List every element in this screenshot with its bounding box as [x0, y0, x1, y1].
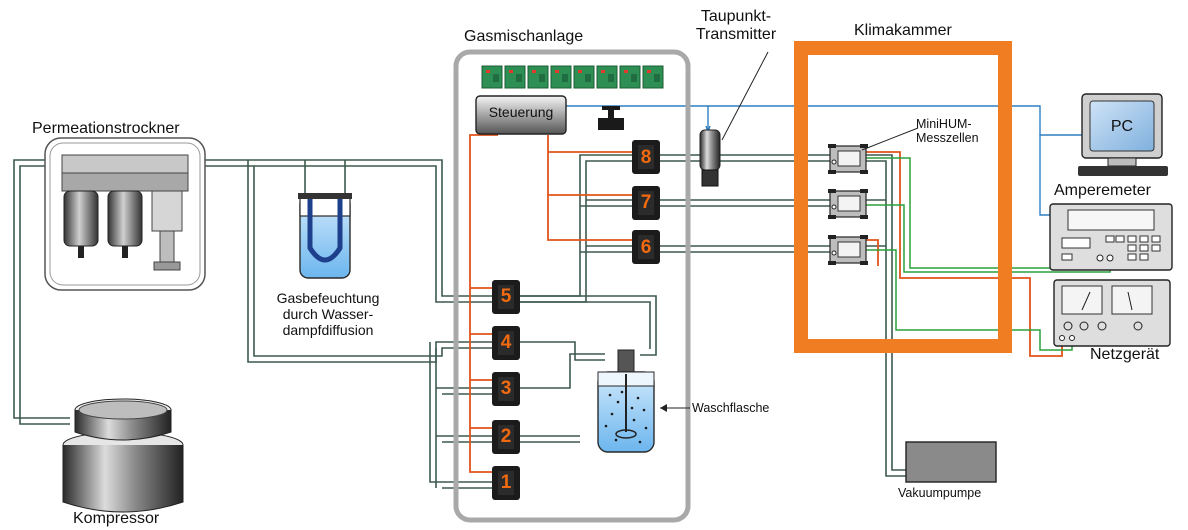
valve-label: 1 — [500, 472, 512, 493]
flow-controller-board — [573, 65, 595, 89]
valve-body — [492, 326, 520, 360]
valve-label: 8 — [640, 147, 652, 168]
valve-body — [492, 280, 520, 314]
humidifier — [298, 193, 352, 279]
measurement-cells — [828, 144, 868, 265]
flow-controller-board — [596, 65, 618, 89]
label-permeationstrockner: Permeationstrockner — [32, 120, 180, 137]
dewpoint-pointer — [721, 51, 769, 141]
label-minihum-line: MiniHUM- — [916, 117, 972, 131]
minihum-cell — [828, 144, 868, 174]
pc — [1078, 93, 1168, 176]
valve-body — [632, 140, 660, 174]
label-taupunkt-transmitter: Taupunkt- Transmitter — [674, 8, 798, 45]
minihum-cell — [828, 189, 868, 219]
label-klimakammer: Klimakammer — [854, 22, 952, 39]
valve-body — [492, 372, 520, 406]
label-netzgeraet: Netzgerät — [1090, 346, 1160, 363]
power-supply — [1053, 279, 1171, 347]
mass-flow-controllers — [481, 65, 664, 89]
label-pc: PC — [1110, 118, 1134, 135]
dewpoint-transmitter — [699, 129, 721, 187]
label-vakuumpumpe: Vakuumpumpe — [898, 486, 982, 500]
label-taupunkt-line: Taupunkt- — [700, 8, 772, 25]
valve-body — [492, 420, 520, 454]
valve-body — [632, 186, 660, 220]
label-steuerung: Steuerung — [488, 104, 554, 120]
label-amperemeter: Amperemeter — [1054, 182, 1151, 199]
valve-label: 6 — [640, 237, 652, 258]
label-kompressor: Kompressor — [73, 510, 160, 527]
flow-controller-board — [527, 65, 549, 89]
label-taupunkt-line: Transmitter — [695, 26, 777, 44]
flow-controller-board — [481, 65, 503, 89]
ammeter — [1049, 203, 1173, 271]
label-gasbefeuchtung-line: Gasbefeuchtung — [276, 290, 380, 306]
label-gasbefeuchtung-line: dampfdiffusion — [282, 322, 374, 339]
label-gasmischanlage: Gasmischanlage — [464, 28, 584, 45]
valve-label: 7 — [640, 192, 652, 213]
valve-body — [632, 230, 660, 264]
label-waschflasche: Waschflasche — [692, 401, 770, 415]
flow-controller-board — [642, 65, 664, 89]
vacuum-pump — [905, 441, 997, 483]
arrow-icon — [660, 404, 667, 412]
label-gasbefeuchtung-line: durch Wasser- — [282, 306, 374, 323]
valve-label: 5 — [500, 286, 512, 307]
compressor — [62, 398, 184, 513]
wash-bottle — [597, 349, 655, 453]
steuerung-box — [475, 95, 567, 135]
climate-chamber-frame — [794, 41, 1012, 353]
valve-label: 3 — [500, 378, 512, 399]
minihum-cell — [828, 235, 868, 265]
valves — [492, 140, 660, 500]
label-minihum-messzellen: MiniHUM- Messzellen — [916, 117, 979, 146]
flow-controller-board — [550, 65, 572, 89]
label-minihum-line: Messzellen — [916, 131, 979, 146]
permeation-dryer — [44, 137, 206, 291]
label-gasbefeuchtung: Gasbefeuchtung durch Wasser- dampfdiffus… — [264, 290, 392, 338]
valve-label: 4 — [500, 332, 512, 353]
gas-mixer-frame — [453, 49, 691, 523]
shutoff-valve — [598, 106, 624, 130]
valve-label: 2 — [500, 426, 512, 447]
control-lines — [469, 134, 1063, 473]
valve-body — [492, 466, 520, 500]
flow-controller-board — [504, 65, 526, 89]
flow-controller-board — [619, 65, 641, 89]
cells-pointer — [861, 127, 919, 151]
